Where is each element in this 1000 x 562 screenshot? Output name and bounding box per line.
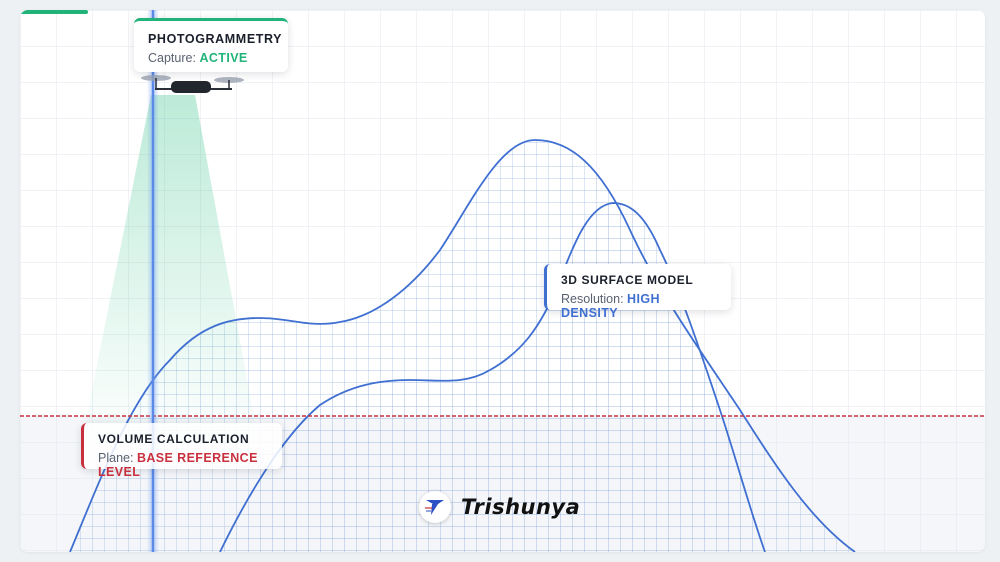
trishunya-logo-icon (419, 491, 451, 523)
resolution-info: Resolution: HIGH DENSITY (561, 292, 717, 320)
scene-graphic (20, 10, 985, 552)
photogrammetry-card: PHOTOGRAMMETRY Capture: ACTIVE (134, 18, 288, 72)
drone-icon (141, 75, 244, 93)
surface-model-card: 3D SURFACE MODEL Resolution: HIGH DENSIT… (544, 264, 731, 320)
resolution-value: HIGH DENSITY (561, 292, 660, 320)
volume-calculation-card: VOLUME CALCULATION Plane: BASE REFERENCE… (81, 423, 282, 479)
plane-info: Plane: BASE REFERENCE LEVEL (98, 451, 268, 479)
plane-label: Plane: (98, 451, 134, 465)
resolution-label: Resolution: (561, 292, 624, 306)
photogrammetry-title: PHOTOGRAMMETRY (148, 32, 283, 46)
plane-value: BASE REFERENCE LEVEL (98, 451, 258, 479)
volume-calculation-title: VOLUME CALCULATION (98, 432, 250, 446)
diagram-canvas: PHOTOGRAMMETRY Capture: ACTIVE 3D SURFAC… (20, 10, 985, 552)
capture-status-label: Capture: (148, 51, 196, 65)
capture-status-value: ACTIVE (199, 51, 248, 65)
capture-status: Capture: ACTIVE (148, 51, 274, 65)
accent-bar (20, 10, 88, 14)
brand-name: Trishunya (461, 495, 581, 519)
surface-model-title: 3D SURFACE MODEL (561, 273, 694, 287)
brand-watermark: Trishunya (419, 490, 580, 524)
